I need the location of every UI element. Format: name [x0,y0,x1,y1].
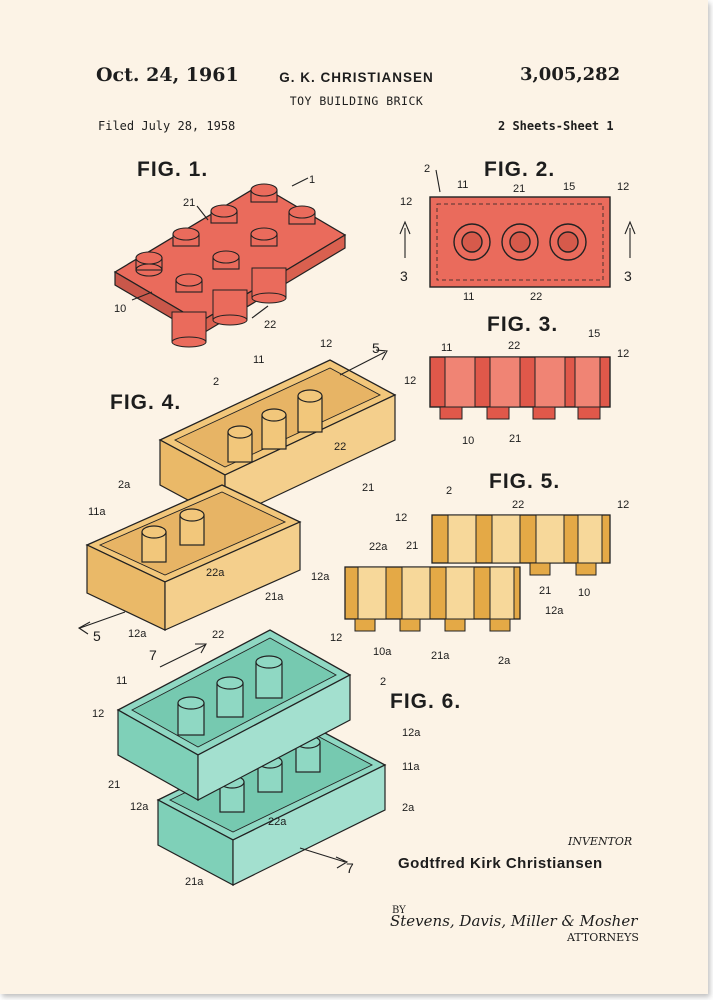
by-label: BY [392,905,406,916]
patent-number: 3,005,282 [520,64,621,85]
fig6-label-2: 2 [380,676,386,688]
fig3-label-21: 21 [509,433,521,445]
fig5-label-12-right: 12 [617,499,629,511]
filed-date: Filed July 28, 1958 [98,119,236,133]
fig6-label-7-top: 7 [149,647,157,663]
fig5-yellow-sections [344,514,611,632]
fig3-caption: FIG. 3. [487,313,559,336]
patent-date: Oct. 24, 1961 [96,64,239,86]
fig2-label-11: 11 [457,179,468,191]
fig6-label-2a: 2a [402,802,415,814]
fig2-label-12-left: 12 [400,196,412,208]
fig2-label-3-right: 3 [624,268,632,284]
inventor-label: INVENTOR [568,835,633,848]
fig1-red-brick [113,177,347,348]
patent-title: TOY BUILDING BRICK [289,94,424,108]
fig1-label-22: 22 [264,319,276,331]
fig5-label-21-lower: 21 [539,585,551,597]
fig4-label-5-top: 5 [372,340,380,356]
fig4-caption: FIG. 4. [110,391,182,414]
fig6-label-22a: 22a [268,816,287,828]
fig2-label-21: 21 [513,183,525,195]
fig2-label-22: 22 [530,291,542,303]
fig6-label-7-bottom: 7 [346,860,354,876]
fig4-label-12: 12 [320,338,332,350]
fig2-label-3-left: 3 [400,268,408,284]
fig4-label-22a: 22a [206,567,225,579]
fig1-label-10: 10 [114,303,126,315]
fig6-label-12a-left: 12a [130,801,149,813]
fig5-label-12a-left: 12a [311,571,330,583]
fig4-label-2: 2 [213,376,219,388]
fig4-label-21: 21 [362,482,374,494]
inventor-name: Godtfred Kirk Christiansen [398,855,603,872]
fig2-caption: FIG. 2. [484,158,556,181]
fig6-label-11a: 11a [402,761,420,773]
fig6-label-21: 21 [108,779,120,791]
fig5-label-2a: 2a [498,655,511,667]
fig5-label-22: 22 [512,499,524,511]
fig1-label-1: 1 [309,174,315,186]
fig5-caption: FIG. 5. [489,470,561,493]
fig6-label-12-top: 12 [330,632,342,644]
fig4-label-21a: 21a [265,591,284,603]
fig5-label-22a: 22a [369,541,388,553]
fig2-label-11-bottom: 11 [463,291,474,303]
fig3-label-12-left: 12 [404,375,416,387]
fig2-label-2: 2 [424,163,430,175]
fig2-label-15: 15 [563,181,575,193]
fig4-label-22: 22 [334,441,346,453]
fig6-label-22: 22 [212,629,224,641]
fig2-red-top-view [399,169,636,288]
fig5-label-21: 21 [406,540,418,552]
attorneys-signature: Stevens, Davis, Miller & Mosher [390,912,638,930]
fig3-label-11: 11 [441,342,452,354]
fig4-label-5-bottom: 5 [93,628,101,644]
fig6-teal-bricks [116,629,387,886]
fig4-label-11: 11 [253,354,264,366]
fig3-red-section [429,356,611,420]
fig6-label-21a: 21a [185,876,204,888]
attorneys-label: ATTORNEYS [567,931,639,944]
fig4-yellow-bricks [77,349,397,635]
fig6-caption: FIG. 6. [390,690,462,713]
fig5-label-12a-right: 12a [545,605,564,617]
fig5-label-21a: 21a [431,650,450,662]
inventor-heading: G. K. CHRISTIANSEN [279,70,434,85]
fig3-label-22: 22 [508,340,520,352]
sheet-count: 2 Sheets-Sheet 1 [498,119,614,133]
fig6-label-12a-right: 12a [402,727,421,739]
fig6-label-11: 11 [116,675,127,687]
fig5-label-10: 10 [578,587,590,599]
fig4-label-12a: 12a [128,628,147,640]
fig5-label-2: 2 [446,485,452,497]
fig5-label-12-left: 12 [395,512,407,524]
fig3-label-12-right: 12 [617,348,629,360]
fig4-label-2a: 2a [118,479,131,491]
fig6-label-12-left: 12 [92,708,104,720]
fig1-label-21: 21 [183,197,195,209]
fig4-label-11a: 11a [88,506,106,518]
fig3-label-15: 15 [588,328,600,340]
fig3-label-10: 10 [462,435,474,447]
fig2-label-12-right: 12 [617,181,629,193]
fig1-caption: FIG. 1. [137,158,209,181]
fig5-label-10a: 10a [373,646,392,658]
